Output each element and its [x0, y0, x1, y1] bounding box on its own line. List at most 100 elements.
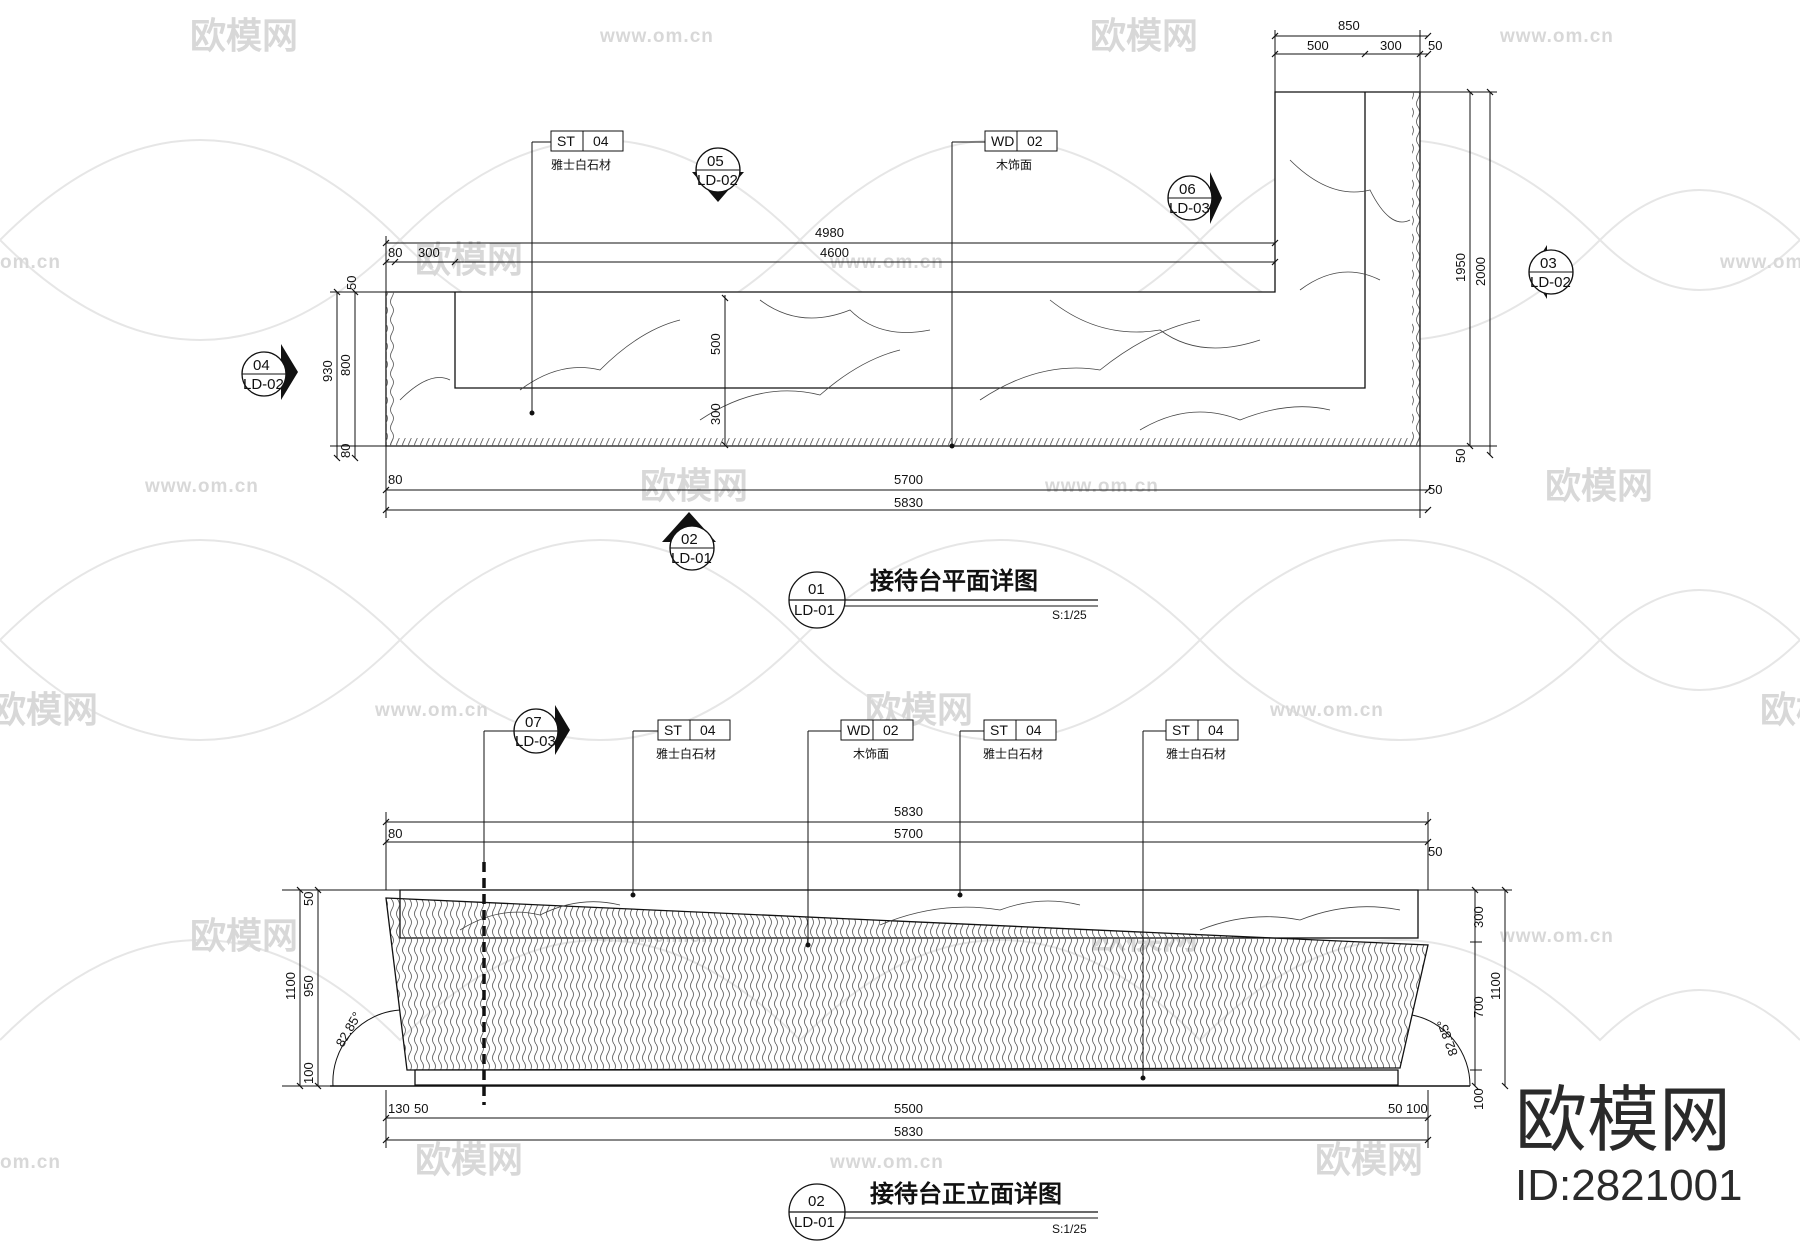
tag-num: 02 — [1027, 133, 1043, 149]
section-mark-sheet: LD-02 — [1530, 274, 1571, 291]
watermark-url: www.om.cn — [374, 700, 489, 721]
plan-dim-bottom-left: 80 — [388, 472, 402, 487]
plan-dim-left-bottom: 80 — [338, 444, 353, 458]
watermark-url: www.om.cn — [829, 1152, 944, 1173]
brand-logo-text: 欧模网 — [1515, 1078, 1731, 1162]
plan-section-marks: 05 LD-02 06 LD-03 03 LD-02 04 LD-02 — [241, 147, 1574, 571]
tag-material-label: 木饰面 — [996, 158, 1032, 172]
elevation-ref-sheet: LD-01 — [794, 1214, 835, 1231]
elevation-angle-arc-right — [1411, 1014, 1471, 1087]
elev-dim-left-total: 1100 — [283, 972, 298, 1000]
plan-dim-left-outer: 930 — [320, 360, 335, 382]
material-tag: WD 02 木饰面 — [805, 719, 914, 948]
elevation-view — [330, 862, 1471, 1105]
elevation-wood-panel — [385, 897, 1429, 1071]
elevation-title: 接待台正立面详图 — [870, 1180, 1062, 1208]
plan-dimensions — [330, 30, 1497, 518]
plan-edge-hatch-left — [386, 292, 394, 446]
tag-code: ST — [990, 722, 1008, 738]
elevation-material-tags: ST 04 雅士白石材 WD 02 木饰面 ST 04 雅士白石材 — [630, 719, 1239, 1081]
plan-dim-top-left-a: 80 — [388, 245, 402, 260]
plan-edge-hatch — [386, 438, 1420, 446]
elevation-angle-arc-left — [332, 1009, 401, 1087]
material-tag: ST 04 雅士白石材 — [630, 719, 731, 898]
elev-dim-bottom-d: 100 — [1406, 1101, 1428, 1116]
tag-num: 04 — [700, 722, 716, 738]
watermark-brand: 欧模网 — [1090, 16, 1198, 57]
watermark-url: www.om.cn — [1044, 476, 1159, 497]
section-mark-sheet: LD-02 — [697, 172, 738, 189]
plan-worktop-inner — [454, 92, 1366, 389]
section-mark-05: 05 LD-02 — [692, 147, 744, 202]
plan-dimension-labels: 4980 4600 80 300 850 500 300 50 930 800 … — [320, 18, 1488, 510]
section-mark-sheet: LD-01 — [671, 550, 712, 567]
section-mark-num: 05 — [707, 153, 724, 170]
watermark-layer: 欧模网 欧模网 www.om.cn www.om.cn 欧模网 欧模网 www.… — [0, 16, 1800, 1181]
material-tag: WD 02 木饰面 — [949, 130, 1058, 449]
plan-dim-mid-upper: 500 — [708, 333, 723, 355]
watermark-brand: 欧模网 — [0, 690, 98, 731]
elev-dim-right-total: 1100 — [1488, 972, 1503, 1000]
watermark-url: www.om.cn — [144, 476, 259, 497]
brand-logo-id: ID:2821001 — [1515, 1161, 1743, 1210]
plan-edge-hatch-right — [1412, 92, 1420, 446]
tag-material-label: 雅士白石材 — [1166, 746, 1226, 761]
watermark-brand: 欧模网 — [415, 1140, 523, 1181]
plan-material-tags: ST 04 雅士白石材 WD 02 木饰面 — [529, 130, 1058, 449]
plan-dim-wing-b: 300 — [1380, 38, 1402, 53]
watermark-brand: 欧模网 — [1760, 690, 1800, 731]
elev-dim-bottom-b: 50 — [414, 1101, 428, 1116]
watermark-url: www.om.cn — [1719, 252, 1800, 273]
section-mark-num: 04 — [253, 357, 270, 374]
elevation-ref-num: 02 — [808, 1193, 825, 1210]
watermark-brand: 欧模网 — [640, 466, 748, 507]
tag-material-label: 雅士白石材 — [656, 746, 716, 761]
tag-code: ST — [664, 722, 682, 738]
plan-title: 接待台平面详图 — [870, 567, 1038, 595]
elev-dim-right-mid: 700 — [1471, 996, 1486, 1018]
watermark-url: www.om.cn — [1499, 26, 1614, 47]
section-mark-sheet: LD-02 — [243, 376, 284, 393]
plan-dim-bottom-right: 50 — [1428, 482, 1442, 497]
elev-dim-angle-left: 82.85° — [333, 1009, 365, 1049]
plan-dim-top-left-b: 300 — [418, 245, 440, 260]
elev-dim-right-top: 300 — [1471, 906, 1486, 928]
plan-dim-wing-a: 500 — [1307, 38, 1329, 53]
watermark-url: www.om.cn — [1499, 926, 1614, 947]
plan-marble-veins — [399, 159, 1411, 431]
material-tag: ST 04 雅士白石材 — [529, 130, 624, 416]
section-mark-04: 04 LD-02 — [241, 344, 298, 400]
watermark-url-short: om.cn — [0, 252, 61, 273]
tag-material-label: 雅士白石材 — [983, 746, 1043, 761]
elev-dim-left-bottom: 100 — [301, 1062, 316, 1084]
plan-dim-mid-lower: 300 — [708, 403, 723, 425]
elevation-dimension-labels: 5830 5700 80 50 1100 950 50 100 300 700 … — [283, 804, 1503, 1139]
tag-code: ST — [1172, 722, 1190, 738]
elev-dim-angle-right: 82.85° — [1434, 1018, 1461, 1059]
plan-dim-wing-total: 850 — [1338, 18, 1360, 33]
elev-dim-bottom-inner: 5500 — [894, 1101, 923, 1116]
plan-dim-right-inner: 1950 — [1453, 253, 1468, 282]
elev-dim-top-total: 5830 — [894, 804, 923, 819]
tag-num: 04 — [1208, 722, 1224, 738]
plan-dim-top-total: 4980 — [815, 225, 844, 240]
tag-num: 04 — [593, 133, 609, 149]
elev-dim-top-right: 50 — [1428, 844, 1442, 859]
plan-ref-sheet: LD-01 — [794, 602, 835, 619]
elevation-base — [414, 1069, 1399, 1086]
elev-dim-bottom-total: 5830 — [894, 1124, 923, 1139]
plan-dim-right-outer: 2000 — [1473, 257, 1488, 286]
tag-material-label: 木饰面 — [853, 747, 889, 761]
plan-dim-bottom-inner: 5700 — [894, 472, 923, 487]
elevation-title-block: 02 LD-01 接待台正立面详图 S:1/25 — [788, 1180, 1098, 1241]
plan-dim-right-bottom: 50 — [1453, 449, 1468, 463]
section-mark-03: 03 LD-02 — [1528, 245, 1574, 299]
section-mark-07: 07 LD-03 — [483, 705, 570, 862]
section-mark-num: 06 — [1179, 181, 1196, 198]
watermark-brand: 欧模网 — [190, 16, 298, 57]
elev-dim-left-mid: 950 — [301, 975, 316, 997]
plan-dim-bottom-total: 5830 — [894, 495, 923, 510]
plan-dim-left-top: 50 — [344, 276, 359, 290]
tag-code: WD — [991, 133, 1014, 149]
section-mark-sheet: LD-03 — [1169, 200, 1210, 217]
